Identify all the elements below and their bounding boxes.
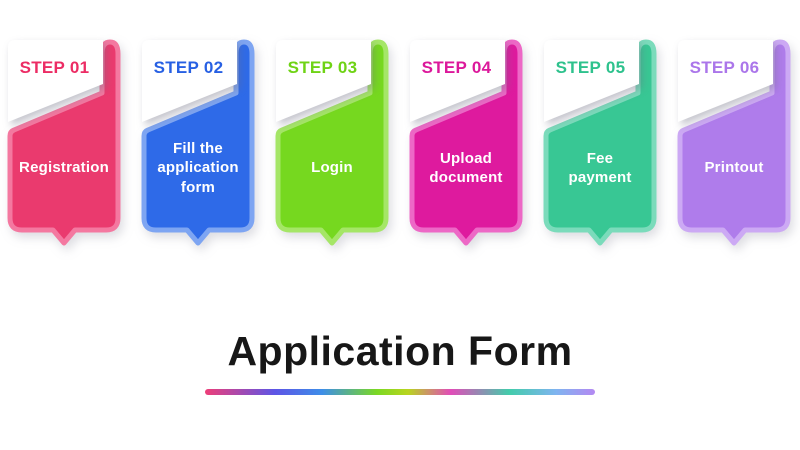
step-description: Printout: [704, 159, 764, 177]
step-flag-ribbon: [8, 40, 103, 122]
step-label: STEP 03: [287, 58, 358, 77]
step-card: STEP 02 Fill the application form: [140, 38, 258, 253]
step-flag-ribbon: [276, 40, 371, 122]
step-card: STEP 04 Upload document: [408, 38, 526, 253]
step-card-shape: [141, 39, 255, 246]
step-description: Registration: [19, 159, 109, 177]
step-flag-ribbon: [410, 40, 505, 122]
step-description: Login: [311, 159, 353, 177]
step-label: STEP 06: [689, 58, 760, 77]
step-description: Upload document: [429, 149, 503, 186]
step-flag-ribbon: [544, 40, 639, 122]
steps-row: STEP 01 Registration STEP 02 Fill the appli…: [0, 38, 800, 258]
title-block: Application Form: [0, 328, 800, 375]
step-card-shape: [409, 39, 523, 246]
page-title: Application Form: [227, 328, 573, 374]
step-card-shape: [7, 39, 121, 246]
step-card: STEP 05 Fee payment: [542, 38, 660, 253]
step-description: Fee payment: [568, 149, 632, 186]
step-flag-ribbon: [678, 40, 773, 122]
step-label: STEP 04: [421, 58, 492, 77]
step-card: STEP 01 Registration: [6, 38, 124, 253]
title-underline: [205, 389, 595, 395]
step-card: STEP 06 Printout: [676, 38, 794, 253]
step-card-shape: [677, 39, 791, 246]
step-description: Fill the application form: [157, 140, 239, 196]
step-card-shape: [275, 39, 389, 246]
step-card: STEP 03 Login: [274, 38, 392, 253]
step-flag-ribbon: [142, 40, 237, 122]
step-label: STEP 02: [153, 58, 224, 77]
step-card-shape: [543, 39, 657, 246]
step-label: STEP 05: [555, 58, 626, 77]
step-label: STEP 01: [19, 58, 90, 77]
